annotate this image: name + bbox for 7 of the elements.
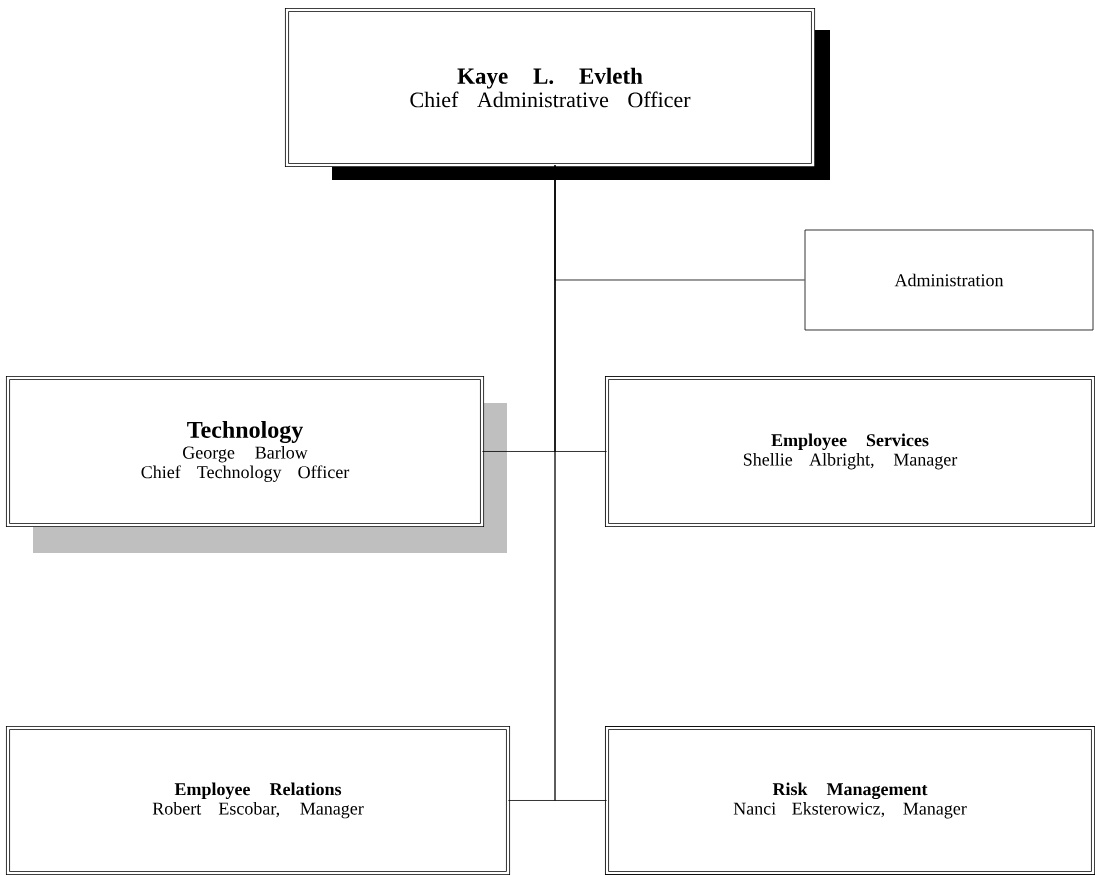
org-box: Employee Relations Robert Escobar, Manager — [5, 725, 511, 875]
org-box: Technology George Barlow Chief Technology Officer — [5, 375, 485, 528]
org-box: Risk Management Nanci Eksterowicz, Manager — [604, 725, 1095, 875]
org-box: Kaye L. Evleth Chief Administrative Officer — [284, 7, 816, 168]
org-box: Administration — [804, 229, 1094, 331]
org-box: Employee Services Shellie Albright, Manager — [604, 375, 1095, 528]
connector-line — [554, 165, 607, 801]
